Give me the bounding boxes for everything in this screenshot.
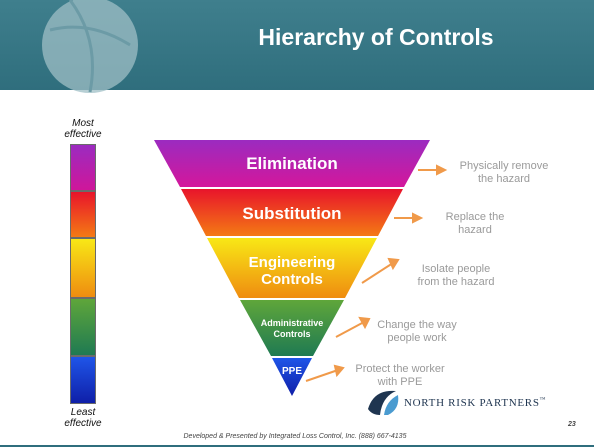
arrow-ppe-head — [333, 364, 345, 378]
desc-administrative: Change the way people work — [377, 319, 457, 344]
desc-ppe: Protect the worker with PPE — [355, 363, 445, 388]
decorative-circle-icon — [42, 0, 138, 93]
level-administrative-label: Administrative Controls — [260, 318, 324, 339]
page-number: 23 — [568, 421, 576, 428]
level-administrative-band — [240, 300, 344, 356]
level-engineering-band — [207, 238, 377, 298]
scale-bar-engineering — [70, 238, 96, 298]
scale-bar-administrative — [70, 298, 96, 356]
arrow-elimination-head — [436, 164, 448, 176]
desc-elimination: Physically remove the hazard — [459, 160, 549, 185]
bottom-divider — [0, 445, 594, 447]
arrow-engineering-head — [387, 257, 400, 271]
arrow-engineering — [361, 262, 394, 284]
logo-text: North Risk Partners™ — [404, 397, 547, 409]
most-effective-label: Most effective — [64, 118, 102, 140]
level-substitution-label: Substitution — [242, 204, 342, 223]
desc-engineering: Isolate people from the hazard — [417, 263, 495, 288]
least-effective-label: Least effective — [64, 407, 102, 429]
level-elimination-band — [154, 140, 430, 187]
level-ppe-band — [272, 358, 312, 396]
scale-bar-elimination — [70, 144, 96, 191]
scale-bar-ppe — [70, 356, 96, 404]
level-engineering-label: Engineering Controls — [248, 254, 336, 288]
title-banner: Hierarchy of Controls — [0, 0, 594, 93]
level-substitution-band — [181, 189, 403, 236]
level-ppe-label: PPE — [281, 366, 302, 377]
arrow-substitution-head — [412, 212, 424, 224]
north-risk-partners-logo-icon — [368, 390, 399, 415]
scale-bar-substitution — [70, 191, 96, 238]
desc-substitution: Replace the hazard — [445, 211, 505, 236]
arrow-administrative-head — [358, 316, 371, 330]
arrow-ppe — [305, 369, 339, 382]
page-title: Hierarchy of Controls — [258, 24, 494, 50]
arrow-administrative — [335, 321, 365, 338]
level-elimination-label: Elimination — [246, 154, 338, 173]
footer-credit: Developed & Presented by Integrated Loss… — [183, 433, 407, 440]
